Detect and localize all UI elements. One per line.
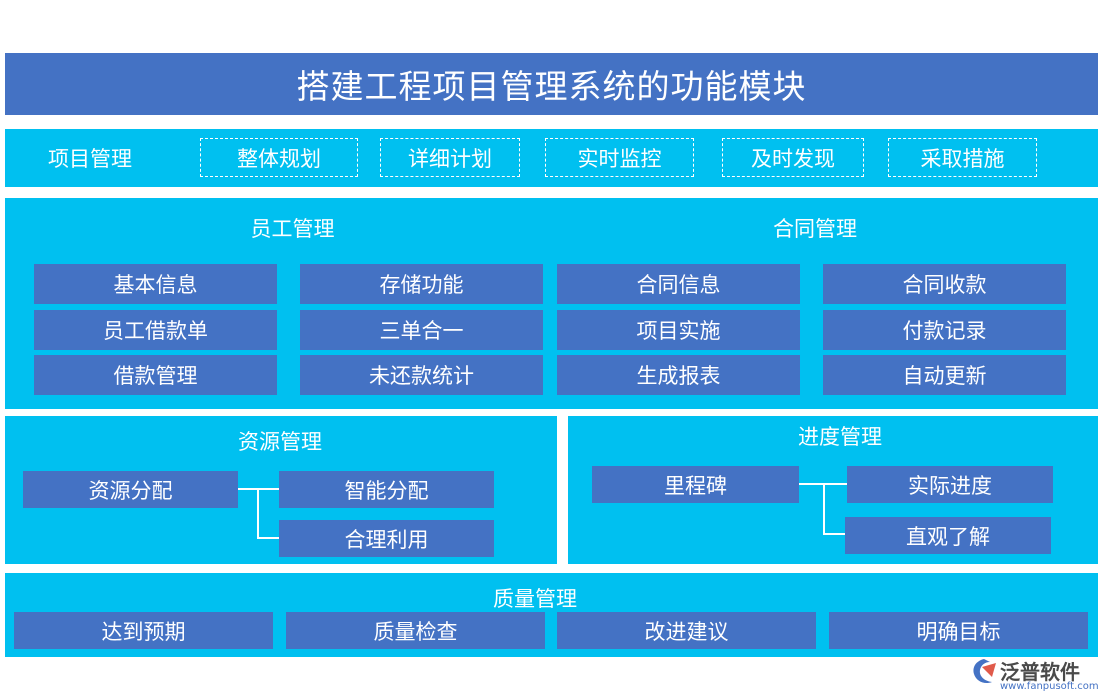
staff-item: 基本信息 [34,264,277,304]
resource-root: 资源分配 [23,471,238,508]
progress-heading: 进度管理 [798,425,882,449]
progress-root: 里程碑 [592,466,799,503]
contract-item: 付款记录 [823,310,1066,350]
project-item: 采取措施 [888,138,1037,177]
resource-child: 合理利用 [279,520,494,557]
contract-item: 自动更新 [823,355,1066,395]
connector [257,488,259,539]
page-title: 搭建工程项目管理系统的功能模块 [5,53,1098,115]
contract-item: 合同信息 [557,264,800,304]
project-item: 实时监控 [545,138,694,177]
project-item: 及时发现 [722,138,864,177]
staff-item: 三单合一 [300,310,543,350]
quality-heading: 质量管理 [493,587,577,611]
project-management-label: 项目管理 [48,147,132,171]
progress-child: 直观了解 [845,517,1051,554]
project-item: 整体规划 [200,138,358,177]
project-item: 详细计划 [380,138,520,177]
staff-item: 借款管理 [34,355,277,395]
logo-name: 泛普软件 [1000,660,1080,684]
staff-item: 存储功能 [300,264,543,304]
quality-item: 明确目标 [829,612,1088,649]
quality-item: 改进建议 [557,612,816,649]
quality-item: 质量检查 [286,612,545,649]
connector [238,488,280,490]
contract-item: 项目实施 [557,310,800,350]
contract-item: 合同收款 [823,264,1066,304]
resource-child: 智能分配 [279,471,494,508]
resource-heading: 资源管理 [238,430,322,454]
staff-heading: 员工管理 [250,217,335,241]
connector [823,533,846,535]
quality-item: 达到预期 [14,612,273,649]
staff-item: 未还款统计 [300,355,543,395]
connector [257,537,280,539]
staff-item: 员工借款单 [34,310,277,350]
connector [823,483,825,535]
progress-child: 实际进度 [847,466,1053,503]
logo-url: www.fanpusoft.com [1000,681,1099,692]
contract-heading: 合同管理 [773,217,857,241]
contract-item: 生成报表 [557,355,800,395]
fanpu-logo-icon [973,659,996,684]
